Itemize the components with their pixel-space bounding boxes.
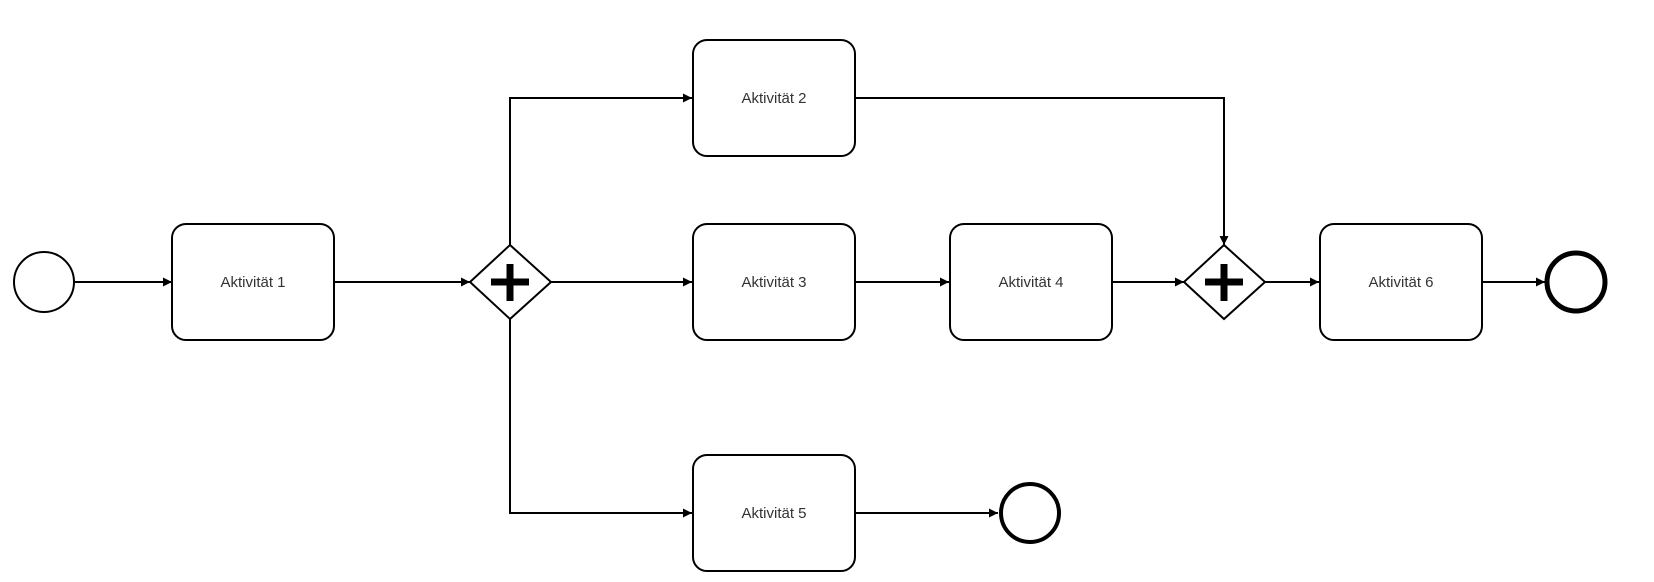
task-label: Aktivität 2 bbox=[741, 90, 806, 107]
task-aktivitaet-2[interactable]: Aktivität 2 bbox=[692, 39, 856, 157]
task-label: Aktivität 1 bbox=[220, 274, 285, 291]
parallel-gateway-split[interactable] bbox=[468, 243, 553, 321]
task-label: Aktivität 6 bbox=[1368, 274, 1433, 291]
task-label: Aktivität 3 bbox=[741, 274, 806, 291]
task-aktivitaet-5[interactable]: Aktivität 5 bbox=[692, 454, 856, 572]
end-event-top[interactable] bbox=[1544, 250, 1608, 314]
task-label: Aktivität 5 bbox=[741, 505, 806, 522]
parallel-gateway-join[interactable] bbox=[1182, 243, 1267, 321]
task-aktivitaet-1[interactable]: Aktivität 1 bbox=[171, 223, 335, 341]
end-event-bottom[interactable] bbox=[999, 482, 1061, 544]
plus-icon bbox=[1205, 264, 1243, 301]
plus-icon bbox=[491, 264, 529, 301]
flow-split-to-aktivitaet-5[interactable] bbox=[509, 319, 692, 518]
flow-split-to-aktivitaet-2[interactable] bbox=[509, 93, 692, 245]
task-aktivitaet-4[interactable]: Aktivität 4 bbox=[949, 223, 1113, 341]
flow-aktivitaet-2-to-join-gateway[interactable] bbox=[855, 97, 1229, 245]
task-label: Aktivität 4 bbox=[998, 274, 1063, 291]
task-aktivitaet-3[interactable]: Aktivität 3 bbox=[692, 223, 856, 341]
start-event[interactable] bbox=[13, 251, 75, 313]
sequence-flows bbox=[74, 93, 1545, 518]
task-aktivitaet-6[interactable]: Aktivität 6 bbox=[1319, 223, 1483, 341]
